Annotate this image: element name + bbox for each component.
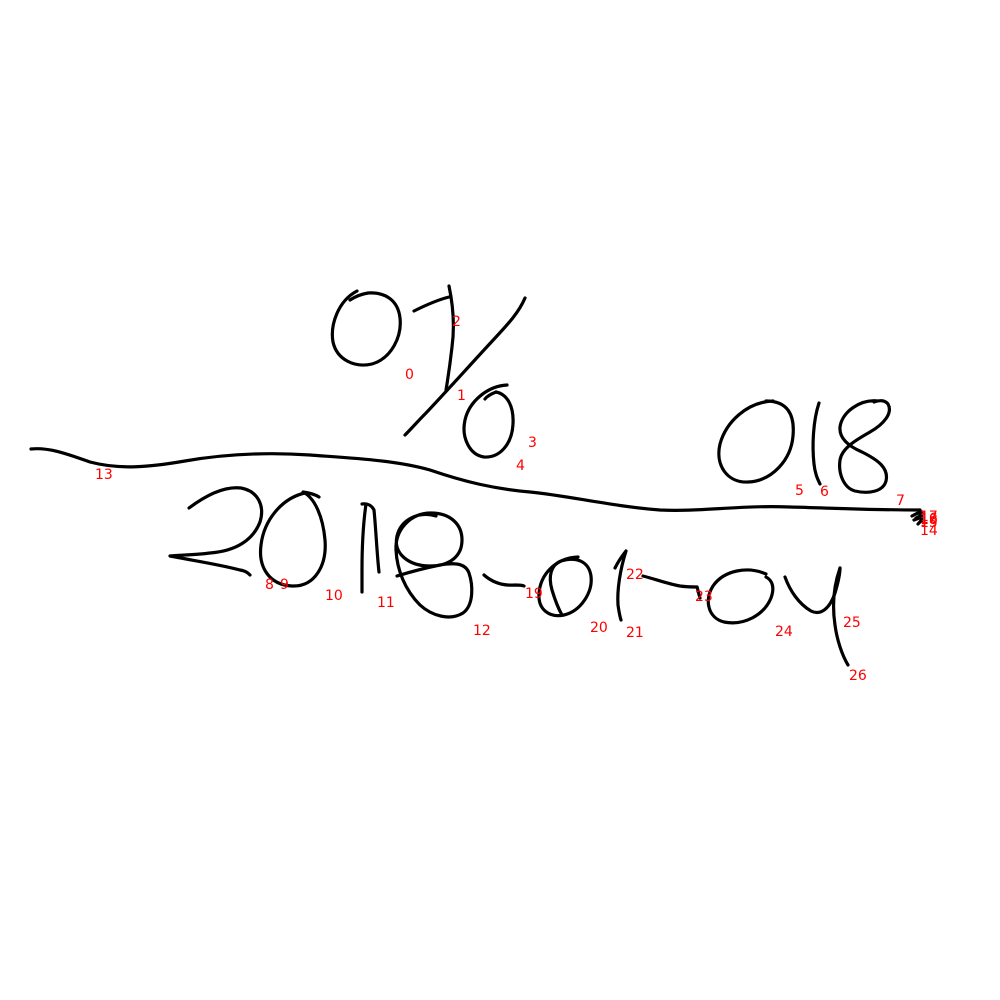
ink-stroke-18 bbox=[914, 513, 924, 520]
ink-stroke-7 bbox=[838, 399, 891, 494]
ink-stroke-12 bbox=[394, 511, 474, 619]
stroke-label-5: 5 bbox=[795, 483, 804, 499]
ink-stroke-19 bbox=[482, 573, 526, 588]
ink-stroke-5 bbox=[717, 399, 795, 484]
ink-stroke-1 bbox=[403, 296, 527, 437]
stroke-label-22: 22 bbox=[626, 567, 644, 583]
stroke-label-18: 18 bbox=[920, 512, 938, 528]
stroke-label-1: 1 bbox=[457, 388, 466, 404]
ink-stroke-23 bbox=[695, 585, 702, 600]
ink-stroke-14 bbox=[910, 510, 924, 518]
stroke-label-20: 20 bbox=[590, 620, 608, 636]
ink-strokes bbox=[29, 284, 924, 667]
ink-stroke-11 bbox=[360, 502, 381, 574]
stroke-label-19: 19 bbox=[525, 586, 543, 602]
ink-stroke-24 bbox=[706, 568, 775, 625]
ink-stroke-22 bbox=[641, 574, 699, 589]
ink-stroke-20 bbox=[537, 555, 593, 618]
stroke-label-21: 21 bbox=[626, 625, 644, 641]
stroke-label-6: 6 bbox=[820, 484, 829, 500]
ink-stroke-4 bbox=[483, 390, 498, 401]
stroke-label-11: 11 bbox=[377, 595, 395, 611]
stroke-label-8: 8 bbox=[265, 577, 274, 593]
ink-stroke-21 bbox=[613, 549, 628, 622]
ink-stroke-3 bbox=[462, 383, 515, 459]
stroke-label-4: 4 bbox=[516, 458, 525, 474]
stroke-label-14: 14 bbox=[920, 523, 938, 539]
stroke-label-17: 17 bbox=[920, 509, 938, 525]
ink-stroke-0 bbox=[330, 289, 402, 367]
ink-stroke-13 bbox=[29, 447, 922, 512]
stroke-label-9: 9 bbox=[280, 577, 289, 593]
ink-stroke-26 bbox=[832, 566, 850, 667]
stroke-label-15: 15 bbox=[920, 515, 938, 531]
ink-stroke-10 bbox=[360, 502, 368, 594]
stroke-label-7: 7 bbox=[896, 493, 905, 509]
ink-stroke-9 bbox=[258, 490, 327, 588]
ink-stroke-8 bbox=[168, 486, 264, 577]
stroke-label-0: 0 bbox=[405, 367, 414, 383]
stroke-label-24: 24 bbox=[775, 624, 793, 640]
stroke-label-10: 10 bbox=[325, 588, 343, 604]
ink-stroke-25 bbox=[783, 566, 842, 615]
stroke-label-23: 23 bbox=[695, 589, 713, 605]
stroke-label-12: 12 bbox=[473, 623, 491, 639]
stroke-label-13: 13 bbox=[95, 467, 113, 483]
stroke-label-2: 2 bbox=[452, 314, 461, 330]
stroke-label-25: 25 bbox=[843, 615, 861, 631]
stroke-label-3: 3 bbox=[528, 435, 537, 451]
stroke-label-26: 26 bbox=[849, 668, 867, 684]
stroke-label-16: 16 bbox=[920, 511, 938, 527]
ink-stroke-2 bbox=[412, 284, 456, 392]
ink-stroke-6 bbox=[811, 401, 822, 486]
